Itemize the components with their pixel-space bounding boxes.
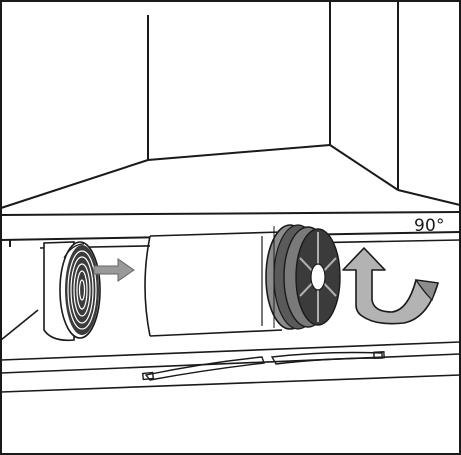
filter-cylinder: [144, 231, 283, 337]
installed-filter: [265, 224, 341, 330]
vent-slots: [141, 351, 385, 381]
guide-line: [0, 309, 39, 341]
removed-filter: [43, 241, 101, 342]
rotation-angle-label: 90°: [414, 216, 445, 236]
hood-chimney: [0, 1, 461, 209]
rotation-arrow-icon: [342, 247, 439, 325]
insert-arrow: [93, 258, 135, 282]
